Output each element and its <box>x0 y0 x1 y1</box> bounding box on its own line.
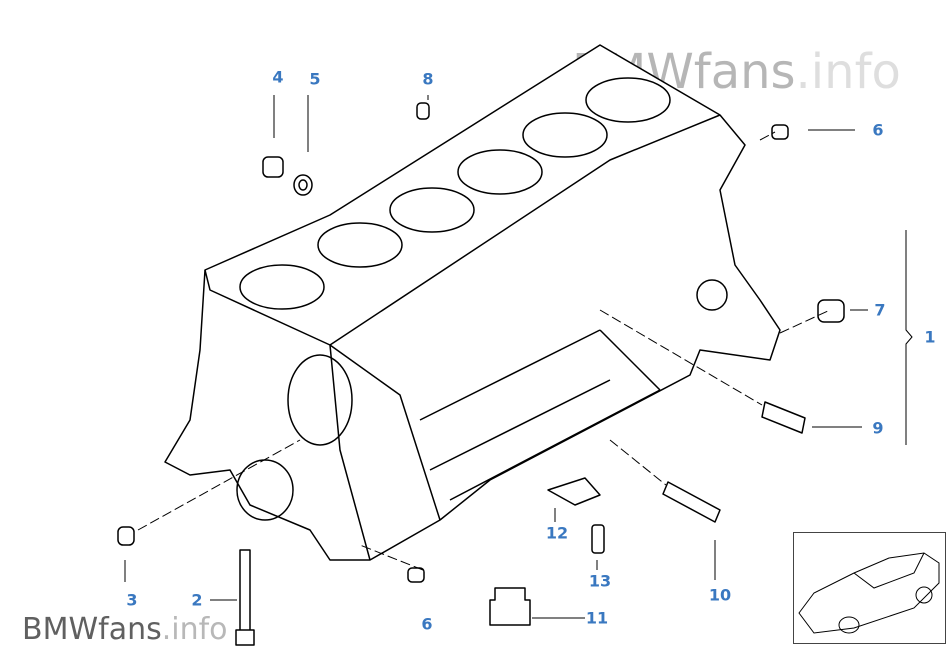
engine-block <box>164 44 781 561</box>
callout-2[interactable]: 2 <box>191 590 203 610</box>
part-sleeve-6 <box>771 124 789 140</box>
car-icon <box>798 552 940 634</box>
leader-lines <box>124 95 913 619</box>
part-screw-plug-4 <box>262 156 284 178</box>
watermark-bottom: BMWfans.info <box>22 612 228 647</box>
part-plug-11 <box>489 587 531 626</box>
part-washer-5 <box>293 174 313 196</box>
part-bracket-12 <box>547 477 601 506</box>
watermark-suffix: .info <box>161 612 228 647</box>
part-sleeve-8 <box>416 102 430 120</box>
callout-3[interactable]: 3 <box>126 590 138 610</box>
watermark-suffix: .info <box>795 44 901 100</box>
callout-8[interactable]: 8 <box>422 69 434 89</box>
callout-6-bottom[interactable]: 6 <box>421 614 433 634</box>
callout-12[interactable]: 12 <box>545 523 569 543</box>
vehicle-thumbnail[interactable] <box>793 532 946 644</box>
callout-9[interactable]: 9 <box>872 418 884 438</box>
part-screw-13 <box>591 524 605 554</box>
cylinder-bores <box>239 77 671 310</box>
callout-6-top[interactable]: 6 <box>872 120 884 140</box>
callout-1[interactable]: 1 <box>924 327 936 347</box>
crank-bore <box>287 354 353 446</box>
part-stud-9 <box>761 401 806 434</box>
part-plug-3 <box>117 526 135 546</box>
part-sleeve-7 <box>817 299 845 323</box>
callout-4[interactable]: 4 <box>272 67 284 87</box>
part-sleeve-6b <box>407 567 425 583</box>
part-bolt-2 <box>235 549 255 646</box>
callout-13[interactable]: 13 <box>588 571 612 591</box>
callout-10[interactable]: 10 <box>708 585 732 605</box>
watermark-brand: BMWfans <box>22 612 162 647</box>
part-stud-10 <box>662 481 721 523</box>
callout-11[interactable]: 11 <box>585 608 609 628</box>
callout-7[interactable]: 7 <box>874 300 886 320</box>
callout-5[interactable]: 5 <box>309 69 321 89</box>
